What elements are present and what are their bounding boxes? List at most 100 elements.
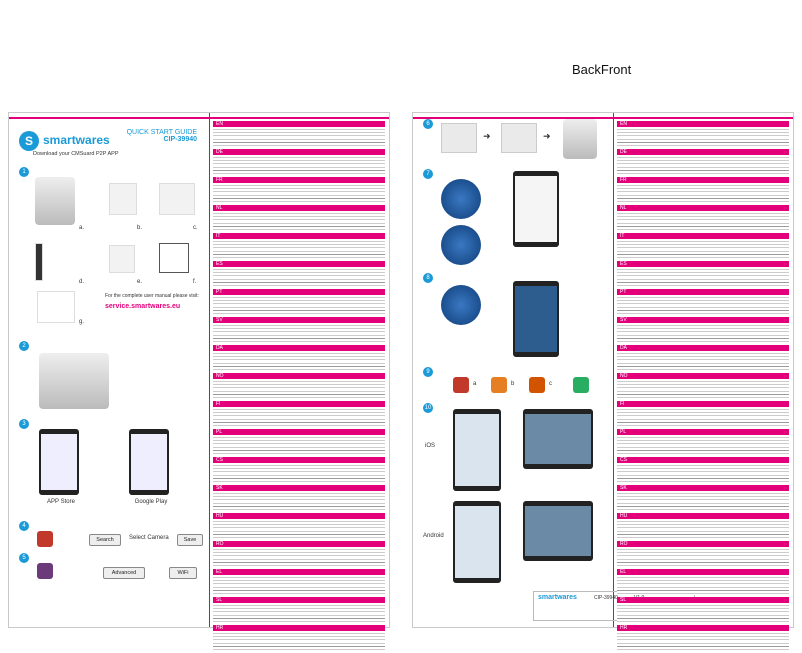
phone-android-screen — [453, 501, 501, 583]
phone-android — [129, 429, 169, 495]
app-store-label[interactable]: APP Store — [47, 499, 75, 505]
language-section: NL — [213, 205, 385, 231]
language-code-band: FR — [617, 177, 789, 183]
language-code-band: HR — [617, 625, 789, 631]
language-code-band: SV — [617, 317, 789, 323]
footer-model-code: CIP-39940 — [594, 595, 618, 601]
language-section: PL — [213, 429, 385, 455]
search-button[interactable]: Search — [89, 534, 121, 546]
select-camera-text: Select Camera — [129, 535, 169, 541]
language-section: NO — [617, 373, 789, 399]
advanced-button[interactable]: Advanced — [103, 567, 145, 579]
language-section: SL — [617, 597, 789, 623]
language-code-band: NO — [617, 373, 789, 379]
instruction-text-block — [213, 351, 385, 371]
step-number: 2 — [19, 341, 29, 351]
language-section: EL — [617, 569, 789, 595]
language-section: IT — [617, 233, 789, 259]
screws-image — [109, 245, 135, 273]
camera-app-icon[interactable] — [453, 377, 469, 393]
language-code-band: FR — [213, 177, 385, 183]
phone-settings-screen — [513, 171, 559, 247]
language-section: PL — [617, 429, 789, 455]
right-sheet: 6 ➜ ➜ 7 8 9 a b c 10 iOS Android smartwa… — [412, 112, 794, 651]
antenna-image — [35, 243, 43, 281]
language-code-band: ES — [213, 261, 385, 267]
language-code-band: DA — [617, 345, 789, 351]
instruction-text-block — [213, 295, 385, 315]
instruction-text-block — [617, 547, 789, 567]
column-divider — [209, 113, 210, 627]
instruction-text-block — [617, 267, 789, 287]
instruction-text-block — [617, 379, 789, 399]
instruction-text-block — [213, 547, 385, 567]
instruction-text-block — [617, 603, 789, 623]
language-section: FI — [213, 401, 385, 427]
language-section: NL — [617, 205, 789, 231]
settings-app-icon[interactable] — [37, 563, 53, 579]
language-section: SV — [617, 317, 789, 343]
instruction-text-block — [213, 183, 385, 203]
language-code-band: DA — [213, 345, 385, 351]
language-code-band: DE — [617, 149, 789, 155]
label-a: a — [473, 381, 477, 387]
language-section: NO — [213, 373, 385, 399]
phone-android-landscape — [523, 501, 593, 561]
label-e: e. — [137, 279, 143, 285]
language-code-band: PL — [617, 429, 789, 435]
language-section: EN — [617, 121, 789, 147]
brand-logo: S smartwares — [19, 131, 199, 157]
instruction-text-block — [213, 519, 385, 539]
instruction-text-block — [213, 155, 385, 175]
gallery-app-icon[interactable] — [573, 377, 589, 393]
instruction-text-block — [617, 407, 789, 427]
step-number: 4 — [19, 521, 29, 531]
playback-app-icon[interactable] — [529, 377, 545, 393]
language-code-band: EN — [617, 121, 789, 127]
language-section: PT — [617, 289, 789, 315]
top-accent-bar — [413, 117, 793, 119]
instruction-text-block — [617, 463, 789, 483]
save-button[interactable]: Save — [177, 534, 203, 546]
phone-ios-landscape — [523, 409, 593, 469]
language-code-band: NO — [213, 373, 385, 379]
ios-label: iOS — [425, 443, 436, 449]
phone-live-view — [513, 281, 559, 357]
language-section: DE — [617, 149, 789, 175]
language-code-band: DE — [213, 149, 385, 155]
language-code-band: ES — [617, 261, 789, 267]
instruction-text-block — [213, 127, 385, 147]
column-divider — [613, 113, 614, 627]
language-code-band: NL — [617, 205, 789, 211]
language-section: SK — [213, 485, 385, 511]
instruction-text-block — [213, 211, 385, 231]
instruction-text-block — [617, 155, 789, 175]
instruction-text-block — [617, 211, 789, 231]
manual-url-link[interactable]: service.smartwares.eu — [105, 303, 181, 310]
google-play-label[interactable]: Google Play — [134, 499, 168, 505]
language-code-band: HR — [213, 625, 385, 631]
instruction-text-block — [617, 575, 789, 595]
arrow-icon: ➜ — [483, 131, 491, 141]
instruction-text-block — [617, 519, 789, 539]
language-code-band: FI — [213, 401, 385, 407]
language-code-band: SV — [213, 317, 385, 323]
language-code-band: HU — [617, 513, 789, 519]
language-code-band: EL — [213, 569, 385, 575]
instruction-text-block — [617, 295, 789, 315]
language-code-band: SK — [617, 485, 789, 491]
language-code-band: EN — [213, 121, 385, 127]
instruction-text-block — [213, 603, 385, 623]
record-app-icon[interactable] — [491, 377, 507, 393]
adapter-image — [109, 183, 137, 215]
phone-ios-screen — [453, 409, 501, 491]
language-code-band: CS — [617, 457, 789, 463]
arrow-icon: ➜ — [543, 131, 551, 141]
wifi-button[interactable]: WiFi — [169, 567, 197, 579]
step-number: 8 — [423, 273, 433, 283]
app-icon[interactable] — [37, 531, 53, 547]
language-section: CS — [617, 457, 789, 483]
instruction-text-block — [617, 323, 789, 343]
language-section: CS — [213, 457, 385, 483]
